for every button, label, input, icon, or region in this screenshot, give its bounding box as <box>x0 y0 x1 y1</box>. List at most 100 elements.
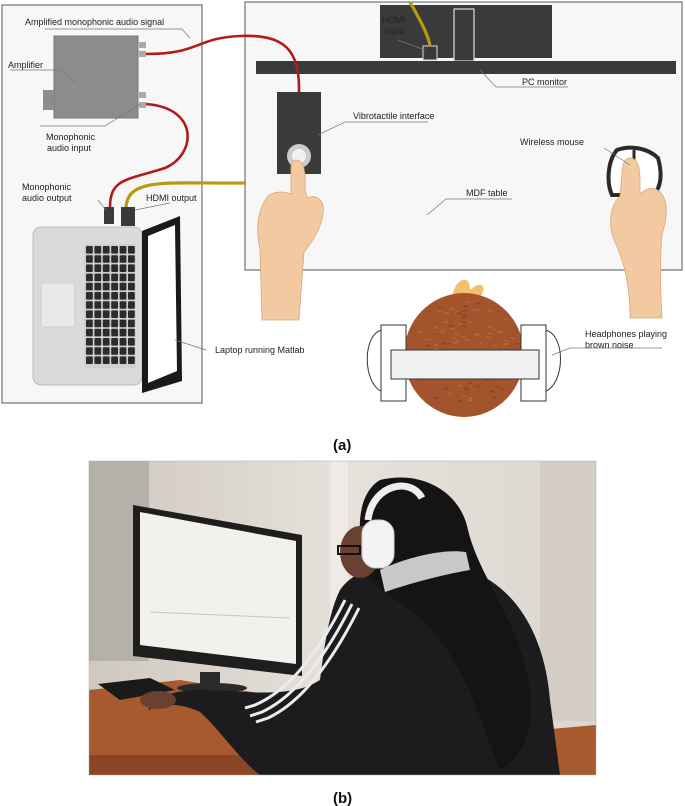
hdmi-output-cable <box>124 181 247 210</box>
laptop-key <box>86 292 93 300</box>
label-mouse: Wireless mouse <box>520 137 584 147</box>
laptop-key <box>111 328 118 337</box>
hair-strand <box>425 345 430 348</box>
laptop-key <box>86 255 93 263</box>
laptop-key <box>128 347 135 355</box>
hair-strand <box>503 339 508 343</box>
hair-strand <box>461 335 466 339</box>
hair-strand <box>450 327 455 330</box>
laptop <box>32 207 182 393</box>
label-table: MDF table <box>466 188 508 198</box>
hair-strand <box>422 338 428 341</box>
panel-b-photo <box>88 460 597 776</box>
hair-strand <box>467 382 472 385</box>
leader-hdmi-output <box>134 202 171 211</box>
vibrotactile-button <box>292 149 306 163</box>
hair-strand <box>433 347 439 350</box>
label-mono-input-line2: audio input <box>47 143 92 153</box>
hair-strand <box>455 340 461 343</box>
laptop-key <box>119 301 127 309</box>
amplifier-connector-bottom-1 <box>139 92 146 98</box>
hair-strand <box>468 321 473 324</box>
hair-strand <box>452 336 457 339</box>
laptop-keys <box>86 246 135 364</box>
laptop-trackpad <box>40 282 76 328</box>
amplifier <box>53 35 139 119</box>
hair-strand <box>443 387 448 390</box>
laptop-key <box>111 356 118 364</box>
photo-right-wall <box>540 461 596 721</box>
label-pc-monitor: PC monitor <box>522 77 567 87</box>
hair-strand <box>474 333 480 336</box>
laptop-key <box>119 319 127 328</box>
laptop-key <box>111 273 118 282</box>
hair-strand <box>433 326 439 330</box>
laptop-key <box>111 255 118 263</box>
laptop-key <box>94 282 102 291</box>
hair-strand <box>491 396 497 399</box>
laptop-key <box>119 255 127 263</box>
hair-strand <box>487 326 492 329</box>
laptop-key <box>128 282 135 291</box>
hair-strand <box>449 308 454 311</box>
hdmi-input-port <box>422 45 438 61</box>
photo-glasses <box>337 545 361 555</box>
pc-monitor-stand <box>453 8 475 62</box>
laptop-key <box>111 338 118 346</box>
amplified-signal-cable <box>145 34 301 94</box>
laptop-key <box>102 310 110 318</box>
laptop-key <box>86 328 93 337</box>
headphone-band <box>390 349 540 380</box>
laptop-key <box>94 310 102 318</box>
laptop-key <box>102 264 110 272</box>
laptop-key <box>119 338 127 346</box>
hair-strand <box>437 331 443 334</box>
audio-output-port <box>104 207 114 224</box>
leader-laptop <box>174 339 207 351</box>
hair-strand <box>462 309 468 313</box>
laptop-key <box>128 264 135 272</box>
photo-headphone-cup <box>361 519 395 569</box>
laptop-key <box>86 310 93 318</box>
leader-mouse <box>603 147 631 166</box>
amplifier-connector-top-2 <box>139 51 146 57</box>
hair-strand <box>477 342 483 345</box>
hair-strand <box>453 333 459 336</box>
hair-strand <box>489 390 494 393</box>
hair-strand <box>462 395 467 398</box>
label-amplifier: Amplifier <box>8 60 43 70</box>
laptop-key <box>94 246 102 254</box>
laptop-key <box>94 255 102 263</box>
laptop-key <box>102 273 110 282</box>
leader-pc-monitor <box>479 69 568 88</box>
laptop-key <box>94 292 102 300</box>
laptop-key <box>128 246 135 254</box>
laptop-key <box>119 282 127 291</box>
hair-strand <box>469 386 474 389</box>
label-laptop: Laptop running Matlab <box>215 345 305 355</box>
laptop-key <box>111 347 118 355</box>
hair-strand <box>464 301 470 304</box>
photo-hair <box>359 477 531 770</box>
hair-strand <box>448 324 454 327</box>
laptop-key <box>128 292 135 300</box>
audio-input-cable <box>108 102 189 208</box>
hair-strand <box>463 305 469 308</box>
panel-a: Amplified monophonic audio signal Amplif… <box>1 1 683 454</box>
hair-strand <box>467 397 473 400</box>
laptop-key <box>94 319 102 328</box>
hair-strand <box>472 308 477 312</box>
laptop-key <box>94 356 102 364</box>
laptop-key <box>128 356 135 364</box>
label-amplified-signal: Amplified monophonic audio signal <box>25 17 164 27</box>
hair-strand <box>463 387 469 390</box>
laptop-key <box>102 255 110 263</box>
hair-strand <box>468 399 474 402</box>
hair-strand <box>436 310 442 313</box>
hair-strand <box>496 331 501 334</box>
laptop-key <box>102 356 110 364</box>
hair-strand <box>440 342 446 345</box>
pc-monitor-bar <box>256 61 676 74</box>
laptop-key <box>119 310 127 318</box>
